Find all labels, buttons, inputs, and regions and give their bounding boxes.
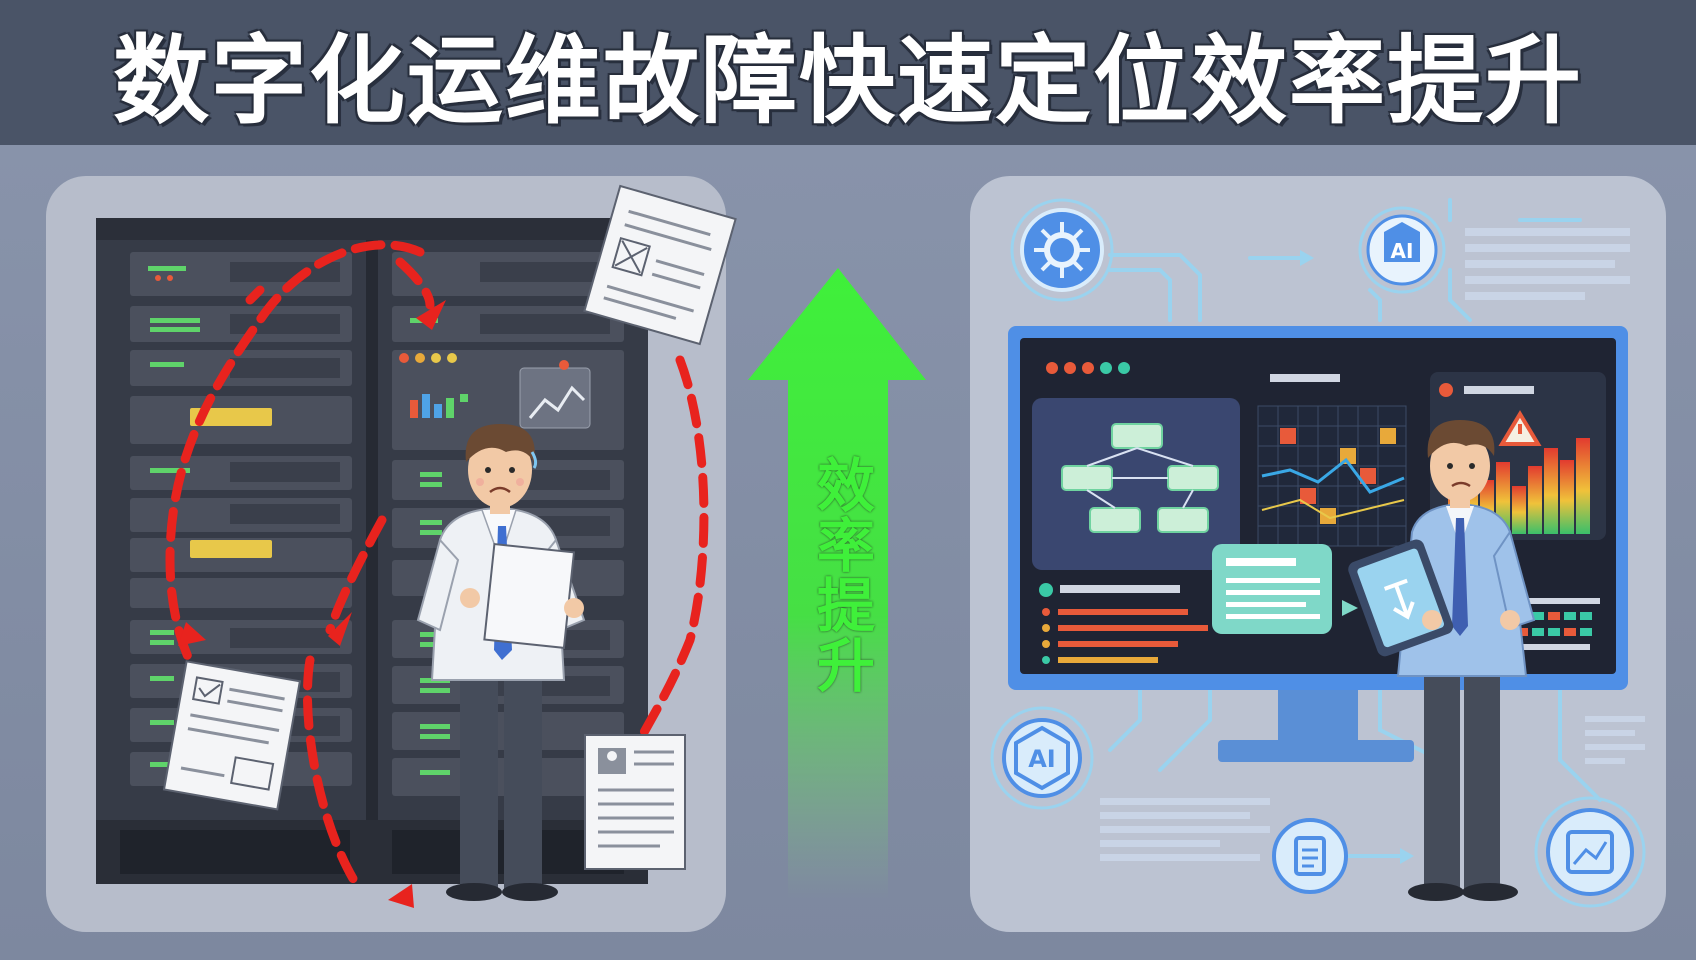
document-icon xyxy=(1272,818,1348,894)
circuit-lines xyxy=(1108,198,1602,858)
stressed-engineer xyxy=(416,424,586,901)
svg-text:AI: AI xyxy=(1028,745,1056,773)
circuit-arrowheads xyxy=(1300,250,1414,864)
svg-text:AI: AI xyxy=(1391,239,1414,263)
page-title: 数字化运维故障快速定位效率提升 xyxy=(113,25,1583,137)
monitor xyxy=(1008,326,1628,762)
efficiency-label: 效率提升 xyxy=(807,455,875,695)
ai-shield-icon: AI xyxy=(1358,206,1446,294)
text-lines-deco xyxy=(1100,228,1645,861)
brain-chip-icon xyxy=(1010,198,1114,302)
paper-top-right xyxy=(583,184,737,346)
trouble-path-arrowheads xyxy=(178,300,446,908)
title-banner: 数字化运维故障快速定位效率提升 xyxy=(0,0,1696,145)
efficiency-arrow xyxy=(748,268,926,900)
paper-bottom-right xyxy=(584,734,686,870)
chart-box-icon xyxy=(1534,796,1646,908)
paper-bottom-left xyxy=(162,660,302,811)
trouble-path xyxy=(165,240,709,895)
ai-badge-icon: AI xyxy=(990,706,1094,810)
calm-engineer xyxy=(1348,420,1536,901)
